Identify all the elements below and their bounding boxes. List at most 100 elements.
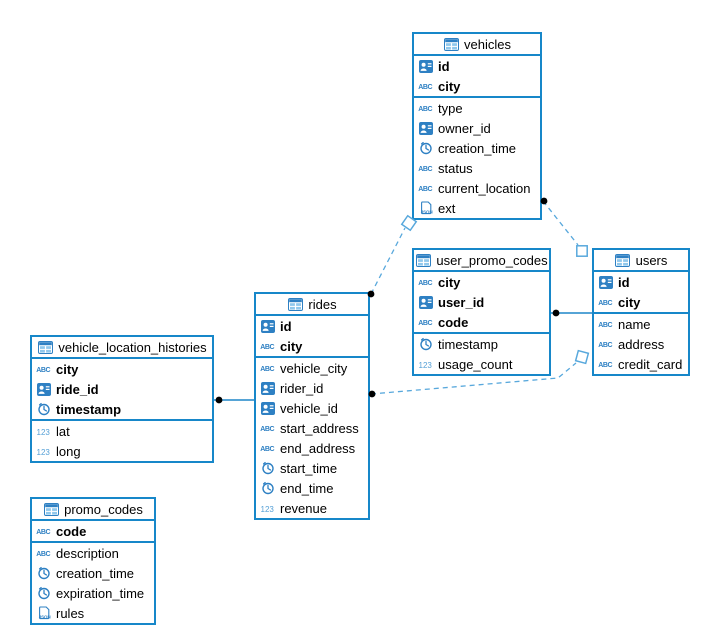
svg-text:ABC: ABC	[598, 362, 612, 369]
column-row[interactable]: creation_time	[414, 138, 540, 158]
column-name: lat	[56, 423, 70, 439]
column-name: city	[438, 274, 461, 290]
column-row[interactable]: rider_id	[256, 378, 368, 398]
column-name: id	[280, 318, 292, 334]
svg-text:ABC: ABC	[260, 344, 274, 351]
table-icon	[287, 297, 303, 312]
abc-icon: ABC	[36, 524, 52, 539]
column-row[interactable]: ride_id	[32, 379, 212, 399]
relation-dot[interactable]	[215, 396, 223, 404]
column-row[interactable]: ABC city	[414, 272, 549, 292]
svg-text:ABC: ABC	[418, 84, 432, 91]
column-name: long	[56, 443, 81, 459]
relation-parent-marker[interactable]	[574, 349, 590, 365]
user-icon	[598, 275, 614, 290]
column-name: end_address	[280, 440, 356, 456]
column-row[interactable]: ABC address	[594, 334, 688, 354]
column-name: id	[618, 274, 630, 290]
column-name: rider_id	[280, 380, 324, 396]
abc-icon: ABC	[418, 79, 434, 94]
column-name: description	[56, 545, 119, 561]
column-row[interactable]: ABC name	[594, 314, 688, 334]
column-row[interactable]: expiration_time	[32, 583, 154, 603]
table-title: vehicle_location_histories	[58, 339, 207, 355]
relation-dot[interactable]	[552, 309, 560, 317]
json-icon: JSON	[418, 201, 434, 216]
column-name: vehicle_id	[280, 400, 338, 416]
column-name: name	[618, 316, 651, 332]
relation-dot[interactable]	[368, 390, 376, 398]
column-row[interactable]: start_time	[256, 458, 368, 478]
column-row[interactable]: id	[256, 316, 368, 336]
svg-text:ABC: ABC	[36, 529, 50, 536]
svg-text:ABC: ABC	[598, 342, 612, 349]
table-header[interactable]: vehicle_location_histories	[32, 337, 212, 359]
column-row[interactable]: id	[594, 272, 688, 292]
relation-dot[interactable]	[540, 197, 548, 205]
clock-icon	[36, 566, 52, 581]
relation-parent-marker[interactable]	[576, 245, 588, 257]
column-name: timestamp	[438, 336, 498, 352]
table-header[interactable]: vehicles	[414, 34, 540, 56]
column-name: rules	[56, 605, 85, 621]
column-row[interactable]: user_id	[414, 292, 549, 312]
column-row[interactable]: end_time	[256, 478, 368, 498]
column-row[interactable]: id	[414, 56, 540, 76]
svg-text:ABC: ABC	[598, 300, 612, 307]
abc-icon: ABC	[598, 317, 614, 332]
column-name: address	[618, 336, 665, 352]
column-row[interactable]: vehicle_id	[256, 398, 368, 418]
column-name: vehicle_city	[280, 360, 348, 376]
relation-dot[interactable]	[367, 290, 375, 298]
column-name: revenue	[280, 500, 327, 516]
svg-text:123: 123	[419, 360, 433, 369]
relation-parent-marker[interactable]	[400, 214, 418, 232]
table-header[interactable]: rides	[256, 294, 368, 316]
relation-line-rides-vehicles[interactable]	[370, 227, 406, 295]
relation-line-vehicles-users[interactable]	[542, 200, 579, 246]
table-header[interactable]: users	[594, 250, 688, 272]
abc-icon: ABC	[418, 101, 434, 116]
table-header[interactable]: user_promo_codes	[414, 250, 549, 272]
table-title: promo_codes	[64, 501, 143, 517]
column-row[interactable]: timestamp	[32, 399, 212, 419]
column-row[interactable]: owner_id	[414, 118, 540, 138]
svg-text:ABC: ABC	[260, 426, 274, 433]
num-icon: 123	[418, 357, 434, 372]
column-row[interactable]: timestamp	[414, 334, 549, 354]
table-header[interactable]: promo_codes	[32, 499, 154, 521]
column-row[interactable]: creation_time	[32, 563, 154, 583]
abc-icon: ABC	[418, 275, 434, 290]
